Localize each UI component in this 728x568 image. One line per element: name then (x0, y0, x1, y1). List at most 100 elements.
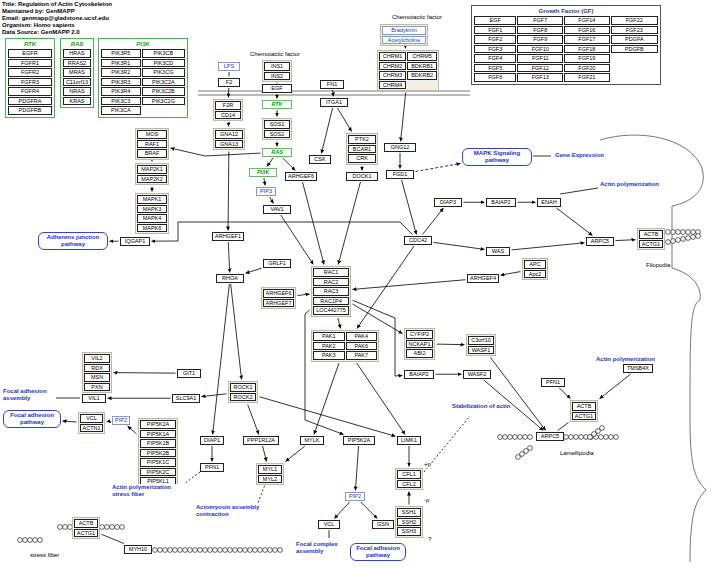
gene-name: VCL (80, 414, 103, 423)
gene-box: VIL2RDXMSNPXN (82, 352, 112, 393)
gene-box: DOCK1 (346, 172, 378, 181)
actin-monomer (681, 237, 686, 242)
gene-name: FGF6 (474, 73, 516, 82)
gene-box: PFN1 (541, 378, 565, 387)
actin-monomer (604, 435, 609, 440)
gene-box: SSH1SSH2SSH3 (395, 506, 423, 538)
gene-name: F2R (215, 101, 241, 110)
gene-name: GIT1 (177, 369, 201, 378)
connector (338, 182, 360, 265)
connector (283, 158, 296, 171)
gene-name: RAS (262, 148, 292, 157)
gene-name: GNA12 (215, 130, 243, 139)
gene-name: C11orf13 (63, 78, 91, 87)
gene-box: MYL1MYL2 (256, 463, 284, 485)
gene-name: FGF18 (564, 45, 610, 54)
actin-monomer (233, 548, 238, 553)
gene-name: C3orf10 (468, 336, 494, 345)
gene-name: SSH1 (397, 508, 421, 517)
gene-box: PIP5K2APIP5K1APIP5K1BPIP5K2BPIP5K1CPIP5K… (138, 418, 178, 488)
annotation-label: Stabilization of actin (452, 403, 510, 410)
group-heading: PI3K (101, 41, 185, 48)
gene-name: FGD1 (386, 170, 414, 179)
legend-box: RASHRASRRAS2MRASC11orf13NRASKRAS (60, 38, 94, 108)
gene-box: LIMK1 (397, 436, 421, 445)
gene-box: GIT1 (177, 369, 201, 378)
gene-box: MYH10 (124, 545, 152, 554)
gene-name: MAPK1 (137, 195, 167, 204)
gene-name: EGF (262, 84, 292, 93)
gene-name: ACTN1 (80, 424, 103, 433)
actin-monomer (163, 548, 168, 553)
gene-name: PIK3R5 (101, 49, 141, 58)
gene-name: PDGFA (611, 35, 658, 44)
gene-name: FGF14 (564, 16, 610, 25)
gene-box: C3orf10WASF1 (466, 334, 496, 356)
actin-monomer (153, 548, 158, 553)
gene-name: PDGFRA (8, 97, 52, 106)
actin-monomer (28, 538, 33, 543)
actin-monomer (681, 230, 686, 235)
gene-name: ARHGEF6 (263, 289, 294, 298)
connector (559, 388, 570, 399)
connector (305, 310, 344, 434)
actin-monomer (498, 435, 503, 440)
gene-box: PTK2BCAR1CRK (346, 133, 378, 165)
connector (281, 215, 314, 265)
gene-name: EGF (474, 16, 516, 25)
actin-monomer (691, 235, 696, 240)
gene-name: CD14 (215, 111, 241, 120)
gene-name: PIP2 (345, 492, 365, 501)
gene-box: APCApc2 (522, 258, 548, 280)
gene-name: FGFR4 (8, 87, 52, 96)
actin-monomer (228, 548, 233, 553)
annotation-label: +p (424, 461, 431, 468)
gene-name: ACTB (639, 230, 663, 239)
gene-name: ARPC5 (536, 432, 564, 441)
actin-monomer (198, 548, 203, 553)
actin-monomer (666, 240, 671, 245)
gene-name: FGF9 (517, 35, 563, 44)
gene-name: PAK6 (346, 342, 378, 351)
gene-name: CHRM5 (407, 52, 437, 61)
actin-monomer (33, 538, 38, 543)
actin-monomer (158, 548, 163, 553)
gene-name: BAIAP2 (486, 198, 516, 207)
actin-monomer (666, 230, 671, 235)
gene-name: CFL2 (397, 480, 421, 489)
gene-name: PFN1 (200, 463, 224, 472)
pathway-box: Focal adhesion pathway (3, 410, 61, 428)
gene-name: PIP5K2B (140, 449, 176, 458)
annotation-label: Filopodia (646, 262, 670, 269)
gene-name: ACTB (572, 402, 596, 411)
connector (518, 202, 536, 203)
gene-name: MYLK (300, 436, 324, 445)
gene-name: GSN (372, 520, 394, 529)
gene-name: PIK3C2B (142, 87, 185, 96)
annotation-label: Actomyosin assembly contraction (196, 504, 260, 518)
gene-name: PIK3R4 (101, 87, 141, 96)
gene-box: ACTBACTG1 (637, 228, 665, 250)
gene-name: FGF10 (517, 45, 563, 54)
gene-name: VIL2 (84, 354, 110, 363)
connector (277, 142, 278, 147)
gene-box: WAS (486, 247, 510, 256)
gene-box: RAC1RAC2RAC3RAC1P4LOC442775 (311, 266, 351, 317)
group-heading: RAS (63, 41, 91, 48)
gene-name: WASF1 (468, 346, 494, 355)
gene-name: SSH3 (397, 527, 421, 536)
actin-monomer (243, 548, 248, 553)
actin-monomer (223, 548, 228, 553)
connector (264, 178, 265, 186)
gene-name: MOS (137, 130, 167, 139)
connector (409, 492, 410, 505)
group-heading: RTK (8, 41, 52, 48)
gene-name: MAPK3 (137, 205, 167, 214)
cell-membrane (198, 91, 470, 95)
actin-monomer (263, 548, 268, 553)
gene-name: RAC1 (313, 268, 349, 277)
actin-monomer (278, 548, 283, 553)
gene-name: PAK1 (313, 332, 345, 341)
actin-monomer (100, 525, 105, 530)
gene-name: ACTG1 (639, 240, 663, 249)
